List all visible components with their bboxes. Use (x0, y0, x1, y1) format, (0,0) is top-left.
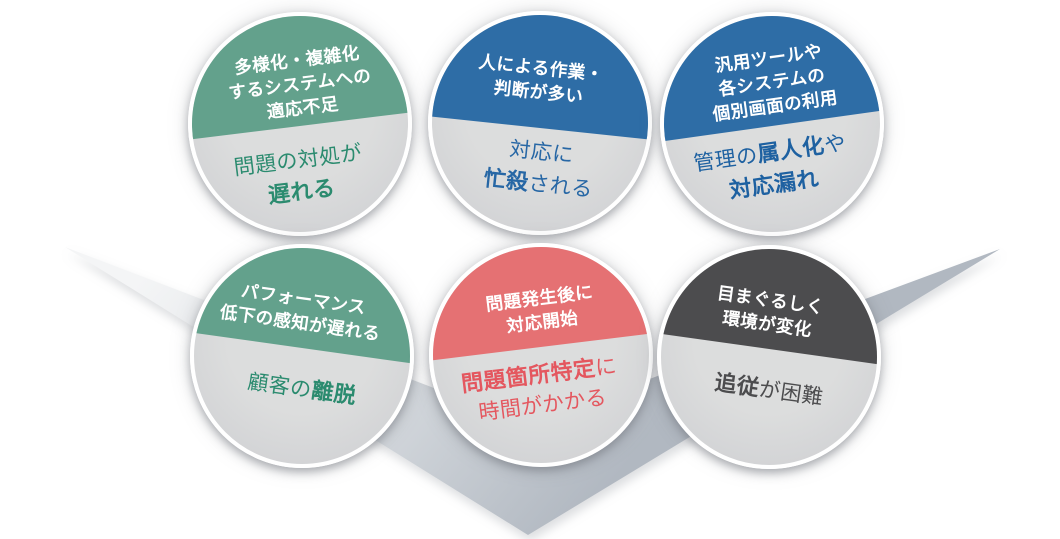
circle-bottom-label: 顧客の離脱 (194, 355, 410, 424)
circle-manual-work: 人による作業・ 判断が多い 対応に 忙殺される (428, 11, 652, 235)
circle-reactive-response: 問題発生後に 対応開始 問題箇所特定に 時間がかかる (429, 243, 653, 467)
circle-bottom-label: 問題箇所特定に 時間がかかる (433, 343, 649, 437)
circle-tool-fragmentation: 汎用ツールや 各システムの 個別画面の利用 管理の属人化や 対応漏れ (660, 12, 884, 236)
bottom-line-emphasis: 離脱 (309, 377, 359, 409)
bottom-line-emphasis: 忙殺 (482, 165, 531, 195)
bottom-line: 追従が困難 (661, 356, 877, 425)
bottom-line-rest: や (823, 131, 848, 158)
circle-bottom-label: 対応に 忙殺される (432, 124, 648, 213)
circle-performance-detection: パフォーマンス 低下の感知が遅れる 顧客の離脱 (190, 244, 414, 468)
circle-adaptation-gap: 多様化・複雑化 するシステムへの 適応不足 問題の対処が 遅れる (188, 12, 412, 236)
bottom-line-rest: に (594, 354, 619, 381)
bottom-line-rest: が困難 (757, 378, 825, 410)
bottom-line-rest: される (527, 171, 595, 202)
bottom-line: 顧客の離脱 (194, 355, 410, 424)
bottom-line-rest: 顧客の (246, 370, 314, 403)
bottom-line-rest: 管理の (692, 143, 760, 176)
circle-rapid-change: 目まぐるしく 環境が変化 追従が困難 (657, 245, 881, 469)
bottom-line-emphasis: 追従 (713, 369, 762, 401)
circle-bottom-label: 追従が困難 (661, 356, 877, 425)
bottom-line-emphasis: 属人化 (755, 132, 827, 167)
down-arrow-shape (65, 247, 1000, 535)
